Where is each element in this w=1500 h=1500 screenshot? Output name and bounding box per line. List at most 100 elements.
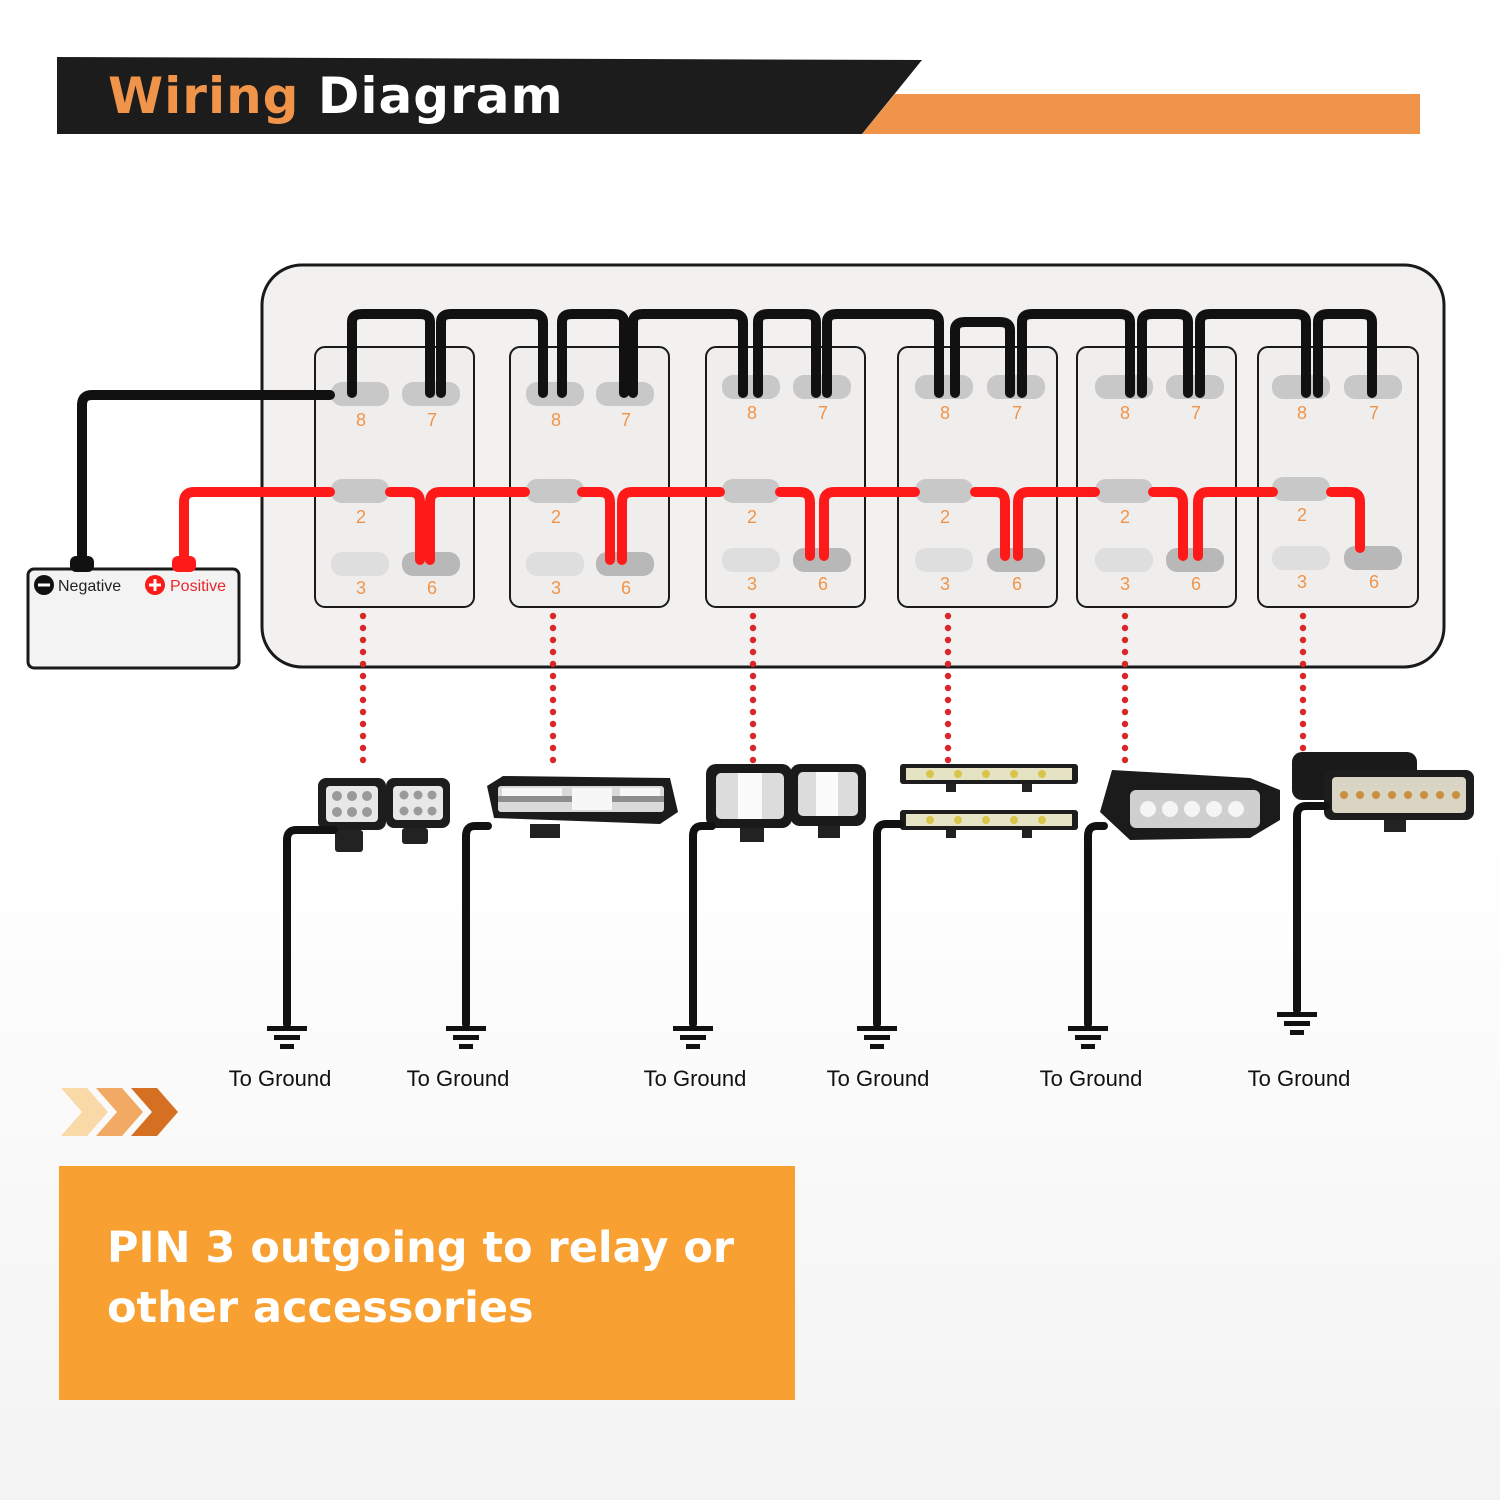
ground-bar-1: [673, 1026, 713, 1031]
ground-label-4: To Ground: [826, 1066, 930, 1091]
lead-dot: [1299, 660, 1307, 668]
ground-bar-2: [1284, 1021, 1310, 1026]
lead-dot: [944, 672, 952, 680]
lead-dot: [944, 624, 952, 632]
ground-bar-3: [686, 1044, 700, 1049]
lead-dot: [1121, 744, 1129, 752]
ground-symbol-icon: [1068, 1026, 1108, 1049]
pin-7-label: 7: [818, 403, 828, 423]
lead-dot: [1121, 660, 1129, 668]
lead-dot: [1299, 708, 1307, 716]
dotted-lead-3: [749, 612, 757, 764]
pin-7-label: 7: [1191, 403, 1201, 423]
ground-bar-3: [459, 1044, 473, 1049]
pin-8-terminal: [331, 382, 389, 406]
lead-dot: [944, 744, 952, 752]
lead-dot: [1299, 732, 1307, 740]
ground-label-3: To Ground: [643, 1066, 747, 1091]
pin-2-terminal: [526, 479, 584, 503]
pin-6-label: 6: [1012, 574, 1022, 594]
lead-dot: [944, 720, 952, 728]
lead-dot: [359, 756, 367, 764]
work-lights-icon: [1292, 752, 1474, 832]
pin-6-label: 6: [621, 578, 631, 598]
header-orange-stripe: [862, 94, 1420, 134]
pin-8-label: 8: [356, 410, 366, 430]
positive-jumper-wires: [179, 487, 1365, 568]
lead-dot: [944, 636, 952, 644]
lead-dot: [359, 624, 367, 632]
pin-3-label: 3: [940, 574, 950, 594]
pin-7-terminal: [987, 375, 1045, 399]
pin-2-terminal: [1272, 477, 1330, 501]
lead-dot: [359, 672, 367, 680]
ground-bar-2: [453, 1035, 479, 1040]
header-black-band: [57, 57, 922, 134]
pin-8-label: 8: [940, 403, 950, 423]
dotted-lead-4: [944, 612, 952, 764]
lead-dot: [749, 732, 757, 740]
dotted-lead-1: [359, 612, 367, 764]
ground-bar-3: [870, 1044, 884, 1049]
plus-icon-bar-v: [153, 579, 157, 591]
lead-dot: [359, 720, 367, 728]
lead-dot: [1121, 624, 1129, 632]
lead-dot: [749, 720, 757, 728]
pin-8-label: 8: [1120, 403, 1130, 423]
pin-3-terminal: [1272, 546, 1330, 570]
lead-dot: [549, 636, 557, 644]
ground-symbol-icon: [446, 1026, 486, 1049]
pin-2-terminal: [331, 479, 389, 503]
lead-dot: [359, 696, 367, 704]
light-bar-icon: [487, 776, 678, 838]
negative-terminal: [70, 556, 94, 572]
ground-symbol-icon: [1277, 1012, 1317, 1035]
ground-bar-1: [1277, 1012, 1317, 1017]
lead-dot: [549, 648, 557, 656]
pin-6-label: 6: [427, 578, 437, 598]
pin-2-label: 2: [356, 507, 366, 527]
dotted-lead-6: [1299, 612, 1307, 764]
lead-dot: [944, 660, 952, 668]
lead-dot: [944, 612, 952, 620]
lead-dot: [749, 660, 757, 668]
ground-bar-3: [1081, 1044, 1095, 1049]
positive-terminal: [172, 556, 196, 572]
pin-3-terminal: [331, 552, 389, 576]
note-text: PIN 3 outgoing to relay or other accesso…: [107, 1223, 735, 1333]
lead-dot: [549, 744, 557, 752]
ground-bar-2: [274, 1035, 300, 1040]
switch-cell-frame: [509, 346, 670, 608]
lead-dot: [1299, 624, 1307, 632]
ground-wires: [283, 802, 1330, 1028]
ground-bar-2: [864, 1035, 890, 1040]
lead-dot: [1121, 696, 1129, 704]
pin-3-label: 3: [1120, 574, 1130, 594]
lead-dot: [944, 648, 952, 656]
lead-dot: [1121, 684, 1129, 692]
lead-dot: [359, 660, 367, 668]
lead-dot: [549, 720, 557, 728]
ground-symbols: [267, 1012, 1317, 1049]
lead-dot: [944, 756, 952, 764]
pin-3-label: 3: [551, 578, 561, 598]
lead-dot: [1121, 636, 1129, 644]
lead-dot: [1299, 744, 1307, 752]
battery: Negative Positive: [26, 556, 241, 670]
ground-bar-1: [1068, 1026, 1108, 1031]
pin-8-terminal: [526, 382, 584, 406]
lead-dot: [749, 672, 757, 680]
pin-3-terminal: [915, 548, 973, 572]
ground-bar-3: [280, 1044, 294, 1049]
flush-mount-light-icon: [1100, 770, 1280, 840]
pin-7-label: 7: [427, 410, 437, 430]
pin-2-label: 2: [940, 507, 950, 527]
lead-dot: [1121, 732, 1129, 740]
